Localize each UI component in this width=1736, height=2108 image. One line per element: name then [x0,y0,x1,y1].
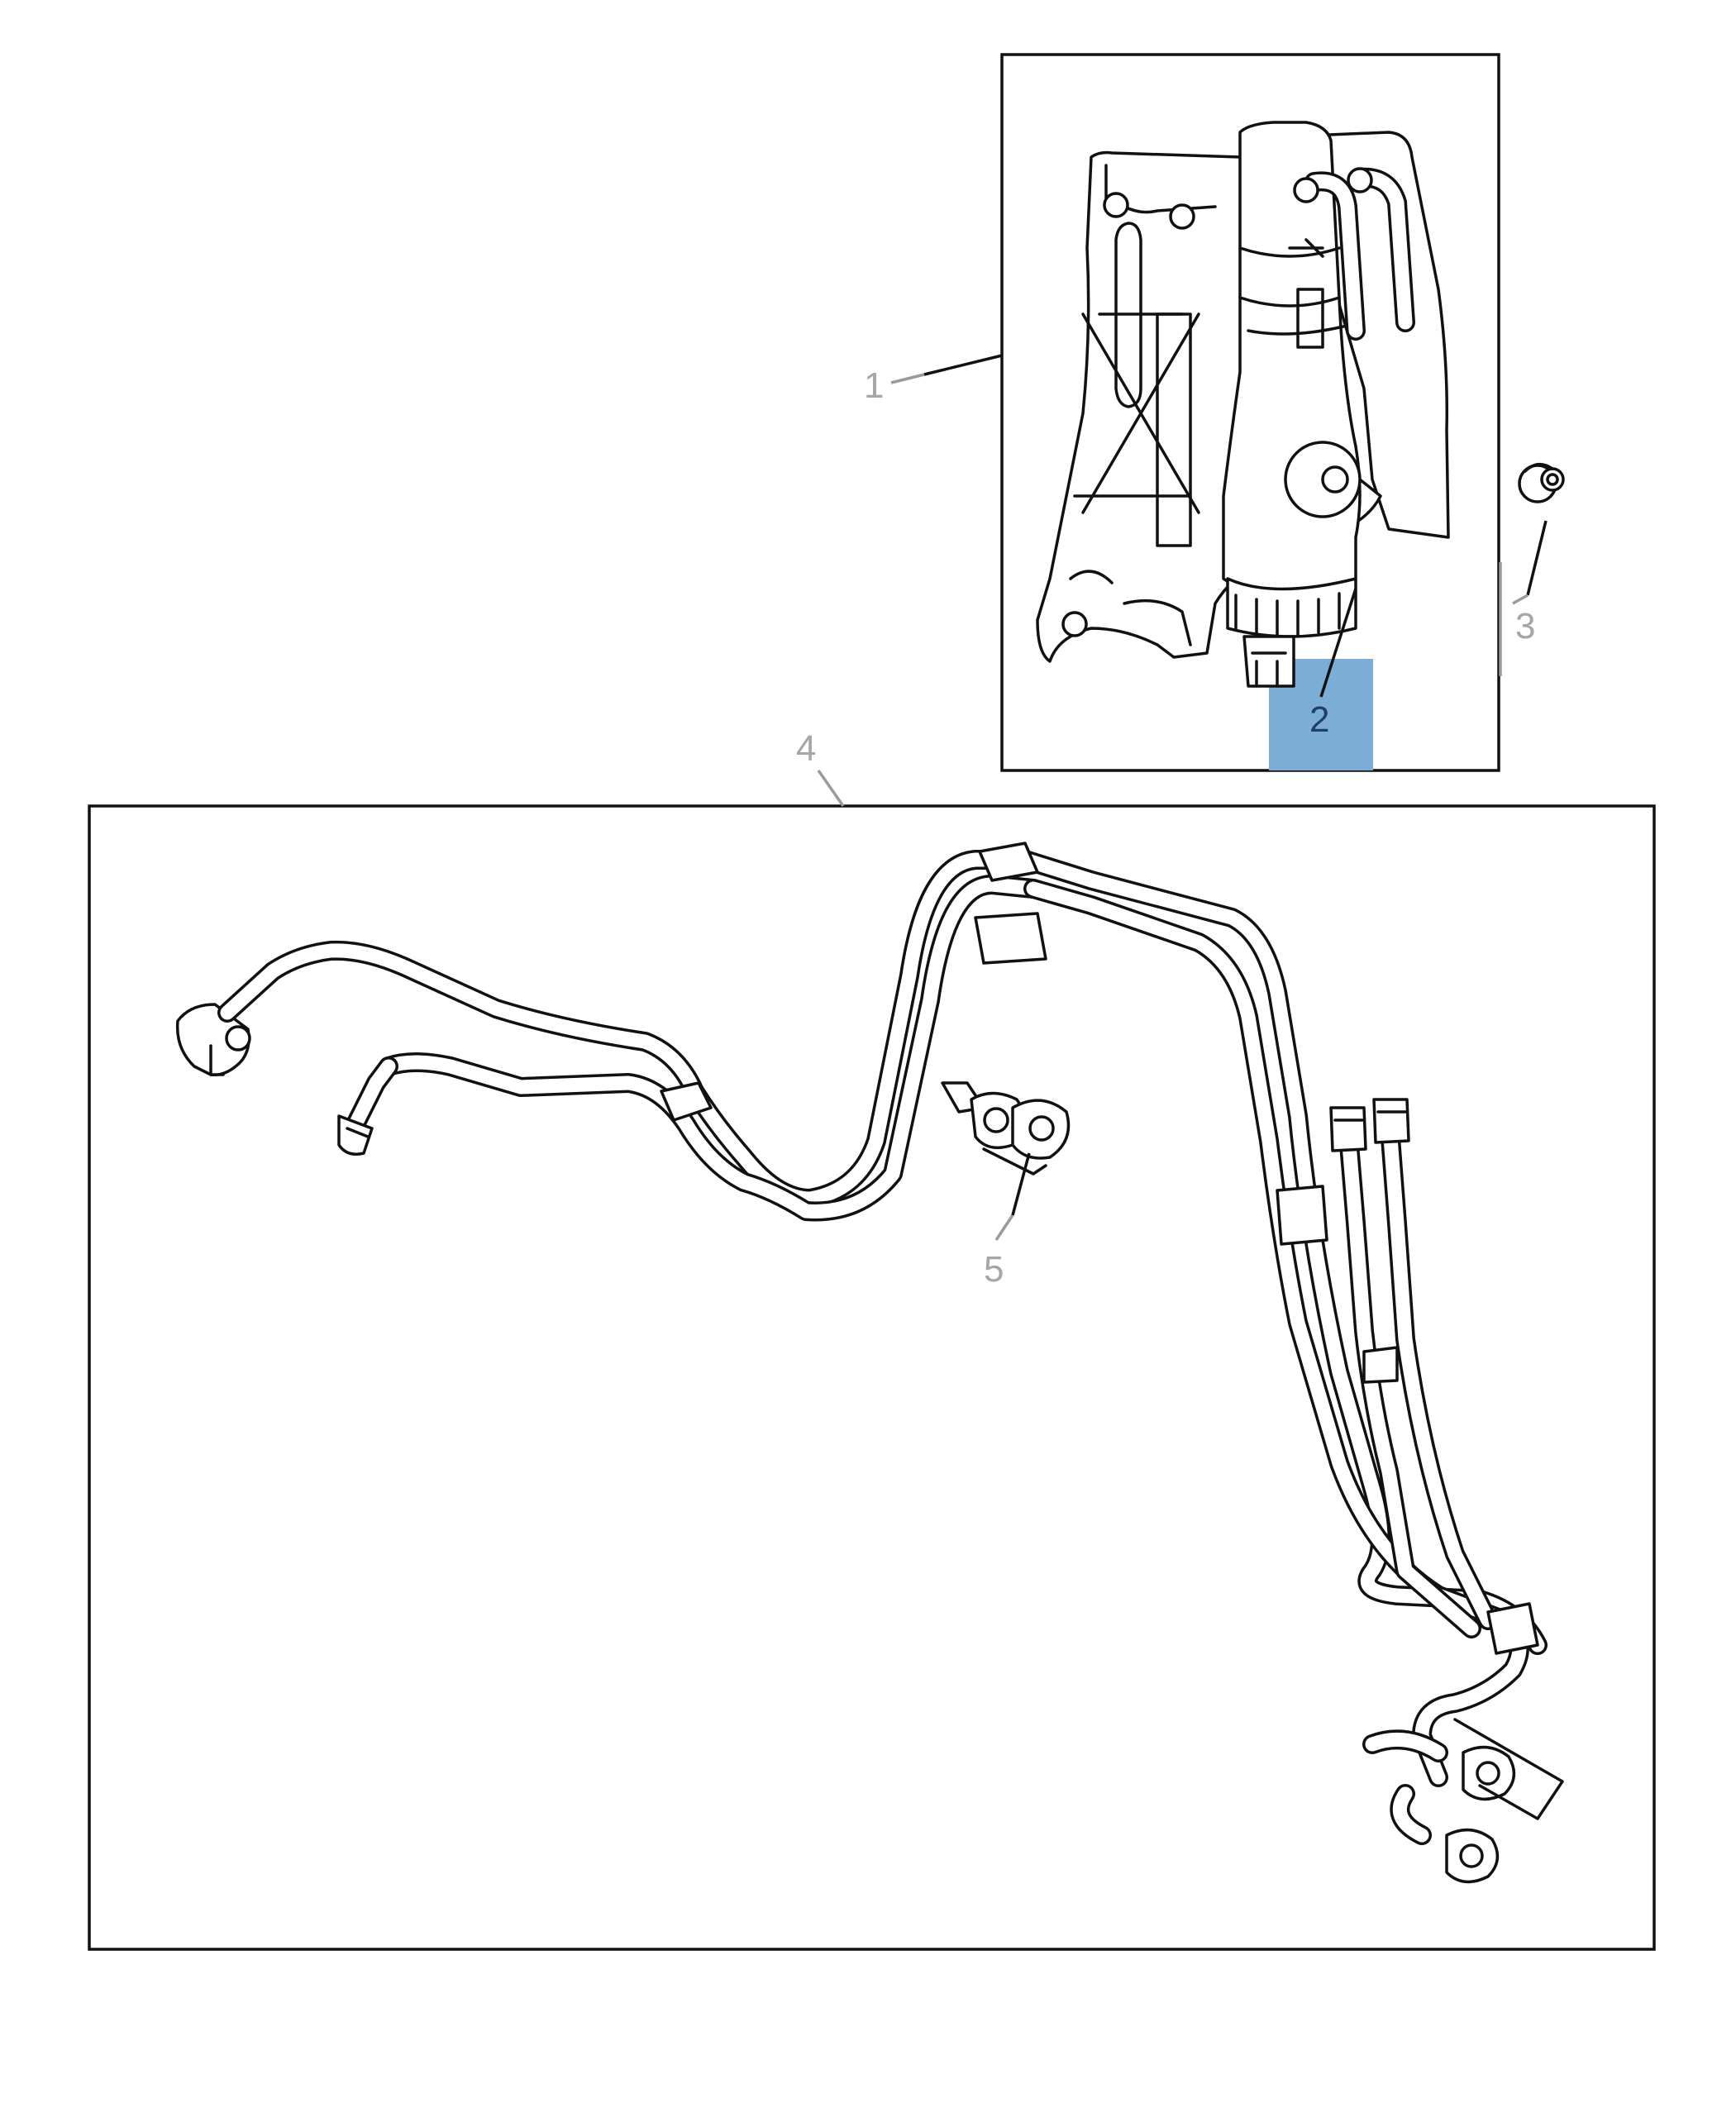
upper-detail-frame [1000,53,1500,772]
leader-5 [1011,1152,1031,1216]
callout-1[interactable]: 1 [864,365,884,406]
lower-detail-frame [88,804,1656,1951]
leader-3 [1526,520,1548,596]
fuel-line-assembly-icon [175,842,1564,1884]
nut-icon [1518,463,1565,503]
callout-4[interactable]: 4 [796,728,816,769]
leader-3-lower [1512,594,1529,605]
leader-1 [923,354,1003,376]
line-clip-icon [941,1081,1071,1176]
leader-4 [817,769,845,808]
leader-2 [1319,588,1357,698]
callout-3[interactable]: 3 [1515,606,1535,646]
leader-1-dim [890,373,925,384]
callout-2[interactable]: 2 [1309,699,1329,740]
leader-5-dim [994,1214,1014,1241]
callout-5[interactable]: 5 [984,1249,1004,1290]
fuel-filter-bracket-icon [1036,121,1450,688]
